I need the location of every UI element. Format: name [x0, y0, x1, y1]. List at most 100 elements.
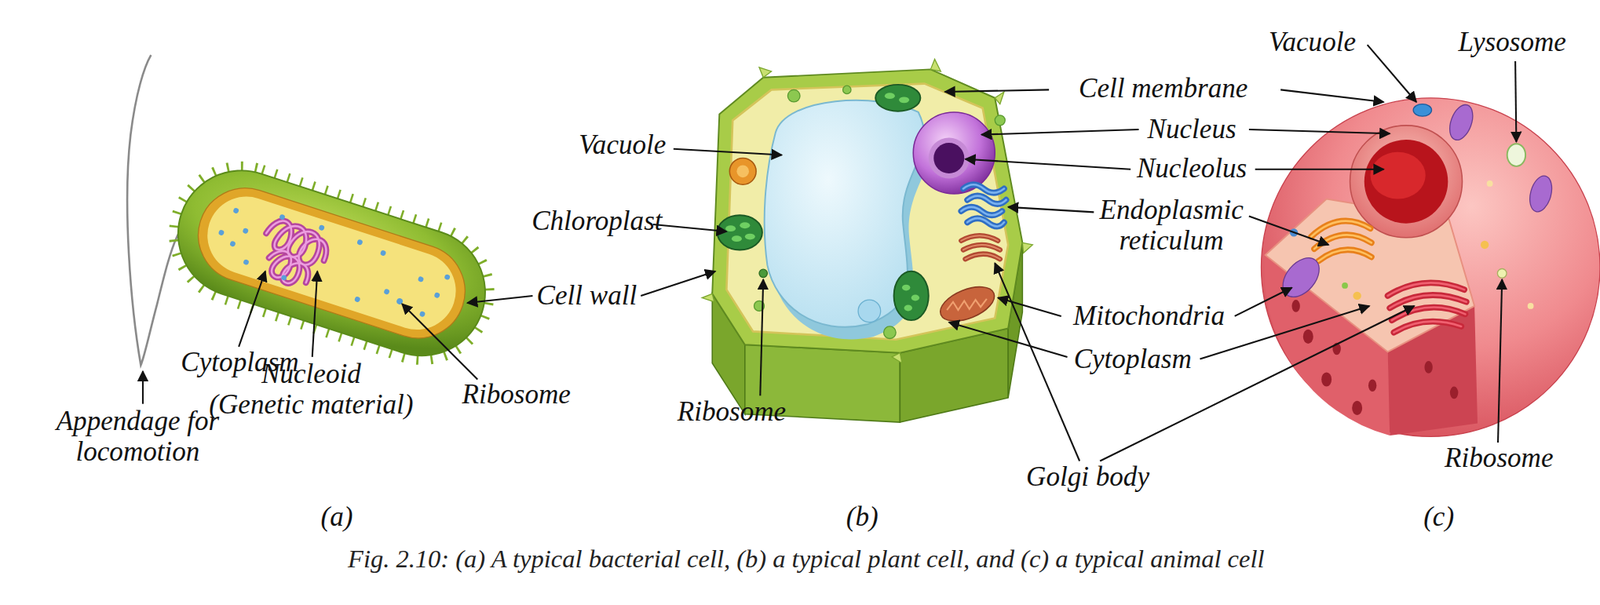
wall-pores [1321, 372, 1332, 387]
reticulum-stack [1391, 307, 1466, 322]
chloroplast [717, 215, 763, 250]
part-label: Ribosome [677, 397, 786, 428]
leader-lines [1367, 44, 1417, 103]
plant-cell [701, 58, 1033, 423]
grana [739, 222, 750, 229]
leader-lines [467, 295, 533, 304]
leader-lines [759, 279, 764, 396]
ribosome-dots [419, 310, 427, 318]
label-line: reticulum [1118, 224, 1224, 256]
panel-letter: (a) [320, 502, 353, 534]
part-label: Appendage for locomotion [56, 406, 220, 468]
bacterial-body [161, 153, 502, 373]
orange-organelle-core [736, 165, 749, 179]
wall-pores [1424, 361, 1432, 374]
ribosome-dots [317, 224, 326, 232]
small-organelles [884, 326, 897, 340]
leader-lines [997, 298, 1062, 317]
ribosome-dot [759, 269, 768, 278]
grana [731, 235, 742, 242]
small-granules [1480, 241, 1489, 249]
leader-lines [945, 89, 1050, 92]
part-label: Cell membrane [1078, 73, 1248, 105]
grana [745, 233, 756, 241]
part-label: Nucleus [1147, 114, 1237, 146]
ribosome-dots [278, 213, 286, 221]
nucleoid [263, 247, 314, 289]
nucleoid [253, 216, 333, 293]
orange-organelle [729, 157, 757, 185]
endoplasmic-reticulum [967, 196, 1006, 205]
ribosome-dots [242, 259, 250, 267]
small-organelles [994, 115, 1005, 126]
wall-pores [1303, 329, 1314, 344]
grana [725, 92, 920, 311]
golgi-body [960, 235, 998, 241]
nucleus [913, 112, 995, 194]
leader-lines [653, 224, 727, 232]
nucleus-interior [1364, 139, 1449, 224]
leader-lines [1249, 129, 1390, 134]
small-organelles [843, 85, 852, 94]
small-granules [1486, 180, 1494, 187]
part-label: Ribosome [461, 379, 570, 411]
reticulum-stack [1393, 321, 1462, 333]
golgi-body [963, 244, 1001, 250]
cytoplasm [197, 186, 466, 340]
golgi-body [960, 235, 1000, 260]
chloroplast [717, 84, 929, 321]
nucleolus-ring [928, 137, 970, 179]
ribosome-dots [242, 227, 250, 235]
label-line: Endoplasmic [1099, 193, 1243, 225]
wall-pores [1351, 401, 1363, 416]
golgi-body [965, 254, 1001, 260]
nucleus [1350, 125, 1463, 238]
ribosome-dots [356, 238, 364, 246]
label-line: locomotion [75, 435, 200, 467]
nucleoid [260, 216, 333, 271]
leader-lines [1234, 288, 1293, 317]
wall-corners [759, 67, 772, 78]
grana [898, 96, 910, 103]
leader-lines [1008, 207, 1094, 212]
endoplasmic-reticulum [967, 218, 1005, 227]
ribosome-dots [280, 274, 288, 282]
small-organelles [754, 85, 1006, 339]
wall-corners [701, 293, 715, 302]
part-label: Golgi body [1026, 462, 1150, 494]
golgi-body [960, 235, 998, 241]
nucleolus [933, 142, 965, 174]
label-line: Nucleoid [261, 358, 362, 390]
endoplasmic-reticulum [963, 184, 1005, 193]
nucleoid [263, 247, 314, 289]
mitochondrion-cristae [946, 299, 987, 311]
grana [911, 295, 920, 302]
chloroplast [875, 84, 921, 112]
pili [161, 153, 502, 373]
figure-caption: Fig. 2.10: (a) A typical bacterial cell,… [347, 544, 1264, 574]
leader-lines [994, 263, 1080, 461]
endoplasmic-reticulum [960, 184, 1006, 227]
wall-corners [1022, 242, 1033, 253]
ribosome-dots [383, 288, 391, 296]
golgi-stack [1318, 249, 1372, 261]
leader-lines [949, 322, 1068, 358]
golgi-body [965, 254, 1001, 260]
ribosome-dots [210, 195, 453, 329]
ribosome-dots [232, 207, 240, 215]
panel-letter: (c) [1423, 502, 1454, 534]
leader-lines [981, 129, 1139, 135]
mitochondrion [935, 280, 1000, 329]
endoplasmic-reticulum [960, 207, 1002, 216]
leader-lines [1497, 279, 1502, 443]
golgi-stack [1318, 249, 1372, 261]
grana [902, 284, 910, 292]
endoplasmic-reticulum [963, 184, 1005, 193]
leader-lines [640, 271, 716, 296]
leader-lines [312, 271, 318, 358]
reticulum-stack [1391, 307, 1466, 322]
wall-pores [1368, 379, 1377, 393]
leader-lines [238, 271, 266, 348]
grana [884, 92, 895, 99]
